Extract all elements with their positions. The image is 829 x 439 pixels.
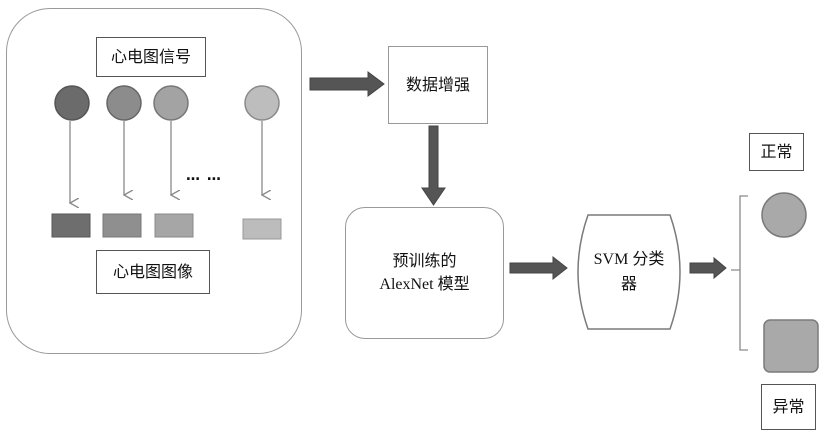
image-rect-1 bbox=[52, 214, 90, 237]
flow-arrow-to-svm bbox=[510, 257, 567, 279]
output-bracket bbox=[731, 196, 748, 350]
pretrained-alexnet-box: 预训练的 AlexNet 模型 bbox=[345, 207, 504, 339]
abnormal-output-square bbox=[764, 320, 818, 372]
model-line-2: AlexNet 模型 bbox=[379, 273, 469, 297]
signal-circle-4 bbox=[245, 86, 279, 120]
flow-arrow-to-augment bbox=[310, 72, 384, 96]
flow-arrow-to-model bbox=[422, 126, 445, 205]
flow-arrow-to-outputs bbox=[690, 258, 726, 278]
abnormal-label: 异常 bbox=[761, 384, 816, 430]
image-rect-3 bbox=[155, 214, 193, 237]
normal-label: 正常 bbox=[749, 133, 804, 171]
svm-line-1: SVM 分类 bbox=[594, 248, 665, 272]
svm-classifier-text: SVM 分类 器 bbox=[578, 240, 680, 304]
signal-circle-2 bbox=[107, 86, 141, 120]
svm-line-2: 器 bbox=[621, 272, 637, 296]
image-rect-2 bbox=[103, 214, 141, 237]
image-rect-4 bbox=[243, 219, 281, 239]
signal-circle-3 bbox=[154, 86, 188, 120]
data-augmentation-box: 数据增强 bbox=[388, 46, 488, 124]
model-line-1: 预训练的 bbox=[392, 249, 456, 273]
normal-output-circle bbox=[762, 193, 806, 237]
signal-circle-1 bbox=[55, 86, 89, 120]
